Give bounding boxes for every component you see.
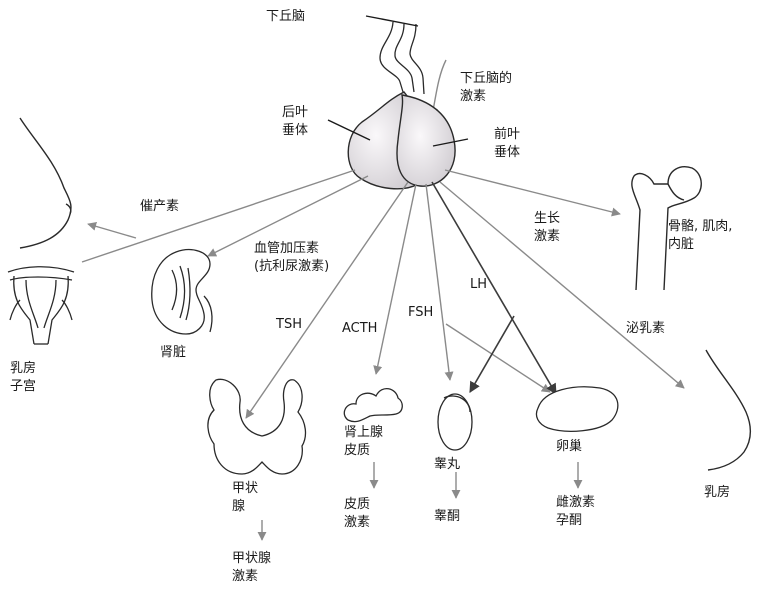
thyroid-illustration: [207, 378, 307, 475]
bone-muscle-label: 骨骼, 肌肉,内脏: [668, 219, 733, 252]
adrenal-illustration: [343, 388, 403, 423]
prolactin-label: 泌乳素: [626, 321, 666, 336]
testis-illustration: [437, 393, 473, 451]
hypothalamus-stalk: [379, 21, 425, 95]
bone-illustration: [631, 166, 702, 291]
acth-label: ACTH: [342, 321, 378, 336]
hypothalamus-pointer: [365, 15, 419, 27]
ovary-label: 卵巢: [556, 439, 583, 454]
fsh-arrow: [425, 183, 454, 381]
breast-uterus-label: 乳房子宫: [10, 361, 37, 394]
vasopressin-arrow: [207, 175, 369, 257]
breast-left-illustration: [19, 117, 72, 249]
oxytocin-breast-arrow: [87, 221, 137, 239]
hypothalamic-hormone-label: 下丘脑的激素: [460, 71, 513, 104]
testis-label: 睾丸: [434, 457, 461, 472]
oxytocin-line: [81, 169, 356, 263]
ovary-hormones-label: 雌激素孕酮: [556, 495, 596, 528]
testosterone-label: 睾酮: [434, 509, 461, 524]
lh-testis-arrow: [469, 315, 515, 393]
pituitary-gland: [347, 91, 456, 190]
kidney-illustration: [151, 249, 213, 335]
oxytocin-label: 催产素: [140, 199, 180, 214]
posterior-pituitary-label: 后叶垂体: [282, 105, 309, 138]
growth-hormone-label: 生长激素: [534, 211, 561, 244]
uterus-illustration: [7, 266, 75, 345]
hypothalamus-label: 下丘脑: [266, 9, 306, 24]
anterior-pituitary-lobe: [396, 94, 456, 187]
cortical-hormone-label: 皮质激素: [344, 497, 371, 530]
kidney-label: 肾脏: [160, 345, 187, 360]
tsh-arrow: [245, 181, 409, 419]
acth-arrow: [373, 183, 417, 375]
growth-hormone-arrow: [444, 169, 621, 217]
thyroid-hormone-label: 甲状腺激素: [232, 551, 272, 584]
ovary-illustration: [535, 386, 619, 432]
anterior-pituitary-label: 前叶垂体: [494, 127, 521, 160]
prolactin-arrow: [439, 181, 685, 389]
adrenal-cortex-label: 肾上腺皮质: [344, 425, 384, 458]
lh-label: LH: [470, 277, 488, 292]
tsh-label: TSH: [276, 317, 302, 332]
breast-right-illustration: [705, 349, 751, 471]
vasopressin-label: 血管加压素(抗利尿激素): [254, 241, 330, 274]
breast-label: 乳房: [704, 485, 731, 500]
posterior-pointer: [327, 119, 371, 141]
lh-arrow: [431, 181, 557, 395]
thyroid-label: 甲状腺: [232, 481, 259, 514]
anterior-pointer: [432, 138, 469, 147]
fsh-label: FSH: [408, 305, 434, 320]
fsh-ovary-arrow: [445, 323, 551, 393]
